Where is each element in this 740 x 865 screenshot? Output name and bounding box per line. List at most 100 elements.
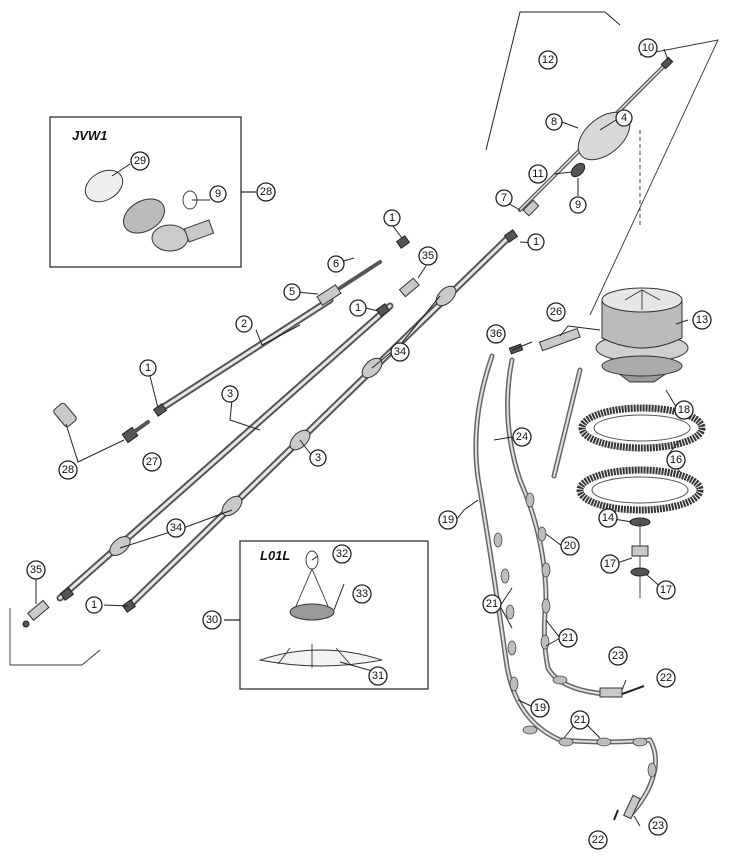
svg-text:35: 35 [422,250,434,262]
hose-stub [551,367,583,479]
svg-text:29: 29 [134,155,146,167]
svg-text:2: 2 [241,318,247,330]
inset-jvw1-title: JVW1 [72,128,107,143]
callout-31: 31 [368,666,388,686]
svg-text:5: 5 [289,286,295,298]
callout-8: 8 [545,113,563,131]
svg-text:10: 10 [642,42,654,54]
svg-text:19: 19 [534,702,546,714]
svg-text:34: 34 [394,346,406,358]
callout-26: 26 [546,302,566,322]
svg-text:20: 20 [564,540,576,552]
svg-text:1: 1 [533,236,539,248]
callout-21: 21 [570,710,590,730]
callout-17: 17 [600,554,620,574]
callout-24: 24 [512,427,532,447]
callout-1: 1 [349,299,367,317]
callout-bubbles: 1 1 1 1 1 2 3 3 4 5 6 7 8 9 9 10 11 12 1… [26,38,712,850]
callout-20: 20 [560,536,580,556]
svg-text:9: 9 [215,188,221,200]
svg-text:1: 1 [355,302,361,314]
svg-text:12: 12 [542,54,554,66]
svg-text:9: 9 [575,199,581,211]
svg-text:22: 22 [660,672,672,684]
callout-28: 28 [256,182,276,202]
callout-1: 1 [85,596,103,614]
svg-text:35: 35 [30,564,42,576]
callout-22: 22 [588,830,608,850]
svg-text:17: 17 [660,584,672,596]
callout-14: 14 [598,508,618,528]
callout-1: 1 [383,209,401,227]
svg-text:23: 23 [652,820,664,832]
callout-21: 21 [558,628,578,648]
callout-33: 33 [352,584,372,604]
callout-28: 28 [58,460,78,480]
perspective-guide-lines [9,39,719,666]
callout-19: 19 [438,510,458,530]
svg-text:13: 13 [696,314,708,326]
svg-text:1: 1 [91,599,97,611]
callout-23: 23 [648,816,668,836]
callout-35: 35 [26,560,46,580]
swivel-35-upper [398,265,427,298]
svg-text:31: 31 [372,670,384,682]
callout-16: 16 [666,450,686,470]
connector-parts-1 [59,229,519,613]
callout-2: 2 [235,315,253,333]
pole-section-3-upper [56,302,394,602]
hose-19 [473,353,658,820]
callout-35: 35 [418,246,438,266]
screws-22 [613,685,645,821]
svg-text:28: 28 [260,186,272,198]
callout-18: 18 [674,400,694,420]
callout-11: 11 [528,164,548,184]
svg-text:16: 16 [670,454,682,466]
svg-text:27: 27 [146,456,158,468]
hardware-14-17 [629,517,651,598]
callout-19: 19 [530,698,550,718]
svg-text:33: 33 [356,588,368,600]
pole-section-3-lower [126,232,514,609]
callout-10: 10 [638,38,658,58]
handle-27-28 [53,402,150,463]
svg-text:26: 26 [550,306,562,318]
svg-text:34: 34 [170,522,182,534]
svg-text:3: 3 [315,452,321,464]
callout-34: 34 [166,518,186,538]
callout-3: 3 [221,385,239,403]
callout-27: 27 [142,452,162,472]
callout-leaders [35,48,689,827]
callout-12: 12 [538,50,558,70]
callout-4: 4 [615,109,633,127]
callout-22: 22 [656,668,676,688]
callout-5: 5 [283,283,301,301]
svg-text:21: 21 [574,714,586,726]
callout-23: 23 [608,646,628,666]
pole-section-12 [485,11,674,225]
svg-text:30: 30 [206,614,218,626]
svg-text:1: 1 [389,212,395,224]
svg-text:14: 14 [602,512,614,524]
svg-text:23: 23 [612,650,624,662]
fittings-26-36 [508,325,601,355]
svg-text:11: 11 [532,168,543,180]
callout-36: 36 [486,324,506,344]
callout-17: 17 [656,580,676,600]
pole-section-2 [158,260,382,412]
svg-text:32: 32 [336,548,348,560]
inset-l01l: L01L [224,540,429,690]
svg-text:6: 6 [333,258,339,270]
callout-34: 34 [390,342,410,362]
svg-text:4: 4 [621,112,627,124]
skimmer-head-13 [595,287,689,383]
callout-6: 6 [327,255,345,273]
callout-13: 13 [692,310,712,330]
callout-1: 1 [139,359,157,377]
callout-32: 32 [332,544,352,564]
svg-text:17: 17 [604,558,616,570]
svg-text:28: 28 [62,464,74,476]
callout-3: 3 [309,449,327,467]
svg-text:24: 24 [516,431,528,443]
